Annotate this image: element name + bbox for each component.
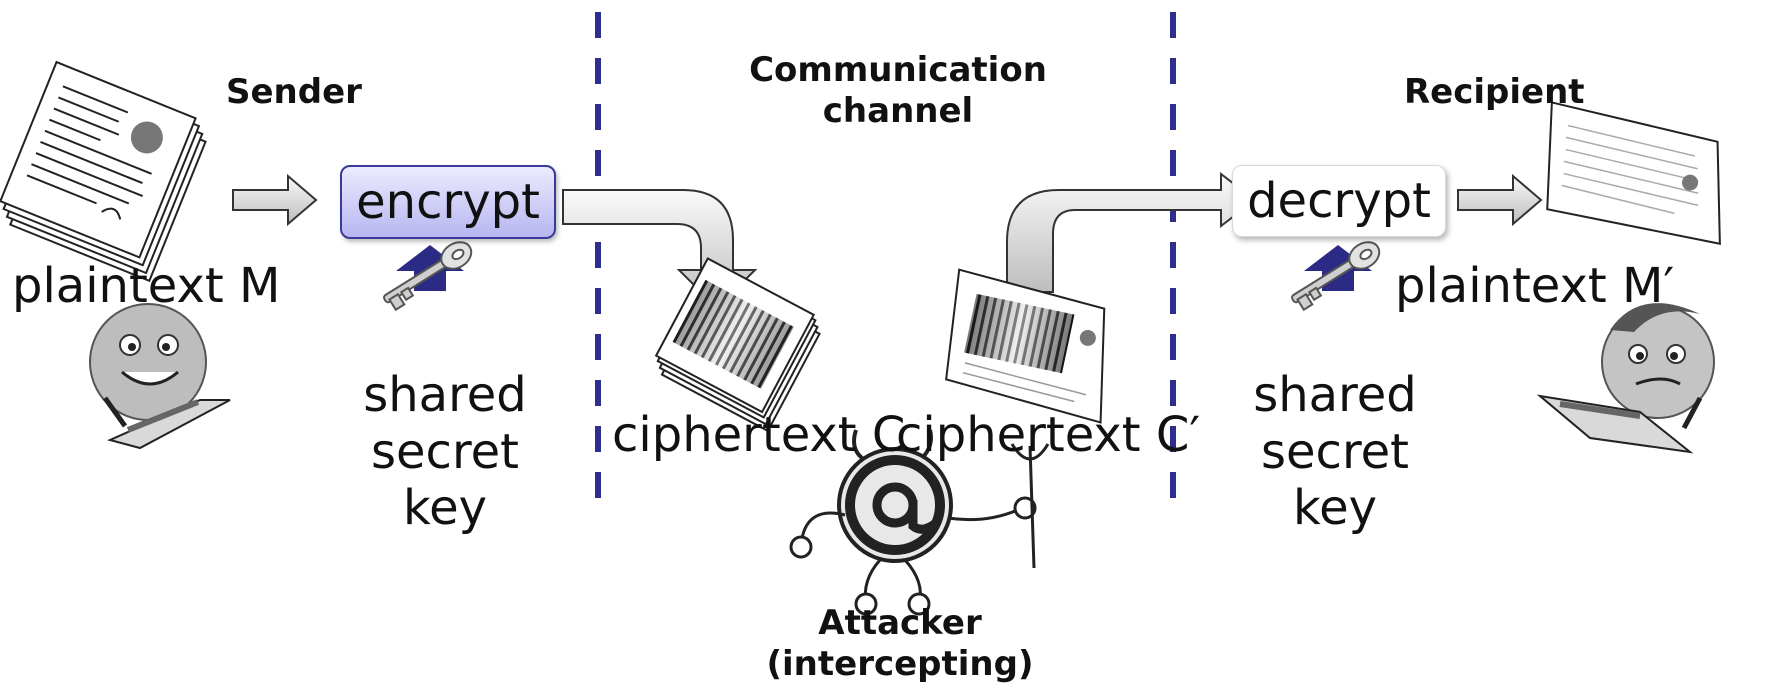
attacker-label-line2: (intercepting) xyxy=(766,644,1034,685)
decrypt-label: decrypt xyxy=(1247,173,1431,229)
sender-key-line2: secret xyxy=(371,423,519,480)
arrow-to-plaintext-out xyxy=(1457,173,1543,227)
encrypt-box: encrypt xyxy=(340,165,556,239)
recipient-key-line2: secret xyxy=(1261,423,1409,480)
encrypt-label: encrypt xyxy=(356,174,540,230)
ciphertext-c-document-icon xyxy=(654,257,821,433)
key-icon-sender xyxy=(383,241,473,312)
sender-character-icon xyxy=(89,303,231,450)
channel-label-line1: Communication xyxy=(749,50,1047,90)
attacker-label: Attacker (intercepting) xyxy=(750,603,1050,686)
decrypt-box: decrypt xyxy=(1232,165,1446,237)
arrow-to-encrypt xyxy=(232,173,318,227)
sender-key-label: shared secret key xyxy=(360,367,530,537)
recipient-character-icon xyxy=(1536,303,1715,454)
plaintext-document-icon xyxy=(0,60,207,283)
attacker-label-line1: Attacker xyxy=(818,603,982,643)
plaintext-m-label: plaintext M xyxy=(12,258,281,314)
sender-key-line3: key xyxy=(402,480,488,537)
attacker-at-icon xyxy=(789,429,1050,616)
ciphertext-c-prime-label: ciphertext C′ xyxy=(896,407,1201,463)
sender-key-line1: shared xyxy=(363,367,527,423)
recipient-key-line1: shared xyxy=(1253,367,1417,423)
recipient-key-line3: key xyxy=(1292,480,1378,537)
channel-label: Communication channel xyxy=(748,50,1048,132)
sender-label: Sender xyxy=(226,72,362,112)
plaintext-output-document-icon xyxy=(1546,101,1721,245)
recipient-label: Recipient xyxy=(1404,72,1585,112)
arrow-ciphertext-to-decrypt xyxy=(1006,171,1257,293)
ciphertext-c-prime-document-icon xyxy=(945,268,1106,424)
recipient-key-label: shared secret key xyxy=(1250,367,1420,537)
ciphertext-c-label: ciphertext C xyxy=(612,407,906,463)
channel-label-line2: channel xyxy=(822,90,974,131)
plaintext-m-prime-label: plaintext M′ xyxy=(1395,258,1675,314)
key-icon-recipient xyxy=(1291,241,1381,312)
